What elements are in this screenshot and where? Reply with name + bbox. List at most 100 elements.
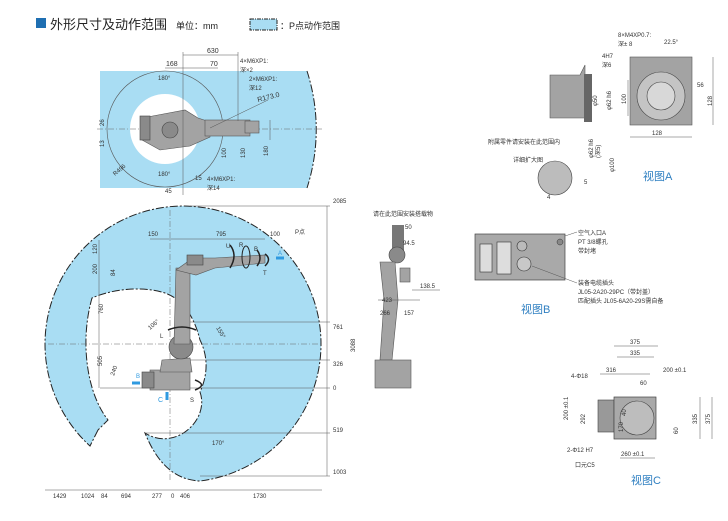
side-dim-94-5: 94.5 [403, 241, 415, 247]
view-c-dim-292: 292 [581, 413, 587, 424]
mating-plug-note: 匹配插头 JL05-6A20-29S需自备 [578, 297, 663, 305]
note-thread-3a: 4×M6XP1: [207, 177, 236, 183]
bottom-dim: 694 [121, 494, 132, 500]
angle-155: 155° [214, 326, 226, 340]
dim-240: 240 [110, 365, 119, 377]
view-c-arrow-label: C [158, 397, 163, 404]
height-3088: 3088 [351, 338, 357, 352]
top-view [97, 52, 322, 195]
view-c-dim-40: 40 [622, 409, 628, 416]
view-c-dim-375-top: 375 [630, 340, 641, 346]
bottom-dim: 1730 [253, 494, 267, 500]
note-thread-1b: 深×2 [240, 66, 254, 74]
note-thread-2b: 深12 [249, 84, 262, 92]
dim-120: 120 [93, 243, 99, 254]
view-c-dim-335-right: 335 [693, 413, 699, 424]
bottom-dim: 406 [180, 494, 191, 500]
front-view [374, 225, 440, 389]
page-title: 外形尺寸及动作范围 [50, 17, 167, 32]
view-a-phi100: φ100 [610, 157, 616, 172]
view-a-detail-label: 详细扩大图 [513, 156, 543, 164]
view-a-note-1b: 深± 8 [618, 40, 633, 48]
dim-760: 760 [99, 303, 105, 314]
view-c-dim-200-left: 200 ±0.1 [564, 396, 570, 420]
air-inlet-label: 空气入口A [578, 229, 606, 237]
height-761: 761 [333, 325, 344, 331]
view-a-phi62b: φ62 h6 [589, 138, 595, 158]
side-dim-266: 266 [380, 311, 391, 317]
axis-b-label: B [254, 247, 258, 253]
height-0: 0 [333, 386, 337, 392]
note-thread-1a: 4×M6XP1: [240, 59, 269, 65]
dim-13: 13 [100, 140, 106, 147]
angle-170: 170° [212, 441, 225, 447]
dim-130: 130 [241, 147, 247, 158]
view-a-dim-128h: 128 [652, 131, 663, 137]
view-a-mount-note: 附属零件请安装在此范围内 [488, 138, 560, 146]
view-c-title: 视图C [631, 473, 661, 487]
dim-795: 795 [216, 232, 227, 238]
side-dim-138-5: 138.5 [420, 284, 436, 290]
view-a-note-1a: 8×M4XP0.7: [618, 33, 652, 39]
dim-180: 180 [264, 145, 270, 156]
view-c-hole-18: 4-Φ18 [571, 374, 588, 380]
height-1003: 1003 [333, 470, 347, 476]
view-c-dim-60-top: 60 [640, 381, 647, 387]
side-dim-157: 157 [404, 311, 415, 317]
view-a-dim-4: 4 [547, 195, 551, 201]
bottom-dim: 0 [171, 494, 175, 500]
dim-45: 45 [165, 189, 172, 195]
angle-106: 106° [147, 319, 161, 332]
view-c-dim-170: 170 [619, 421, 625, 432]
title-marker [36, 18, 46, 28]
cable-plug-label: 装备电缆插头 [578, 279, 614, 287]
view-c-chamfer: 口元C5 [575, 462, 595, 469]
bottom-dim: 1429 [53, 494, 67, 500]
view-a-arrow-label: A [278, 251, 282, 257]
view-a-note-2a: 4H7 [602, 54, 614, 60]
dim-505: 505 [98, 355, 104, 366]
dim-168: 168 [166, 61, 178, 68]
axis-u-label: U [226, 244, 230, 250]
bottom-dim: 277 [152, 494, 163, 500]
unit-label: 单位：mm [176, 20, 218, 31]
p-point-label: P点 [295, 228, 305, 236]
view-a-angle: 22.5° [664, 40, 679, 46]
dim-100: 100 [222, 147, 228, 158]
view-b-panel [474, 231, 578, 284]
air-inlet-plug: 带封堵 [578, 247, 596, 255]
dim-70: 70 [210, 61, 218, 68]
note-thread-3b: 深14 [207, 184, 220, 192]
view-a-dim-5: 5 [584, 180, 588, 186]
air-inlet-thread: PT 3/8螺孔 [578, 238, 608, 246]
axis-t-label: T [263, 271, 267, 277]
view-b-title: 视图B [521, 302, 550, 316]
view-c-hole-12: 2-Φ12 H7 [567, 448, 594, 454]
bottom-dim: 1024 [81, 494, 95, 500]
view-c-dim-260: 260 ±0.1 [621, 452, 645, 458]
dim-2085: 2085 [333, 199, 347, 205]
view-a-note-2b: 深6 [602, 61, 612, 69]
dim-15: 15 [195, 176, 202, 182]
view-c-dim-60-right: 60 [674, 427, 680, 434]
view-a-title: 视图A [643, 169, 673, 183]
dim-630: 630 [207, 48, 219, 55]
height-519: 519 [333, 428, 344, 434]
view-c-dim-316: 316 [606, 368, 617, 374]
axis-l-label: L [160, 334, 164, 340]
dim-150: 150 [148, 232, 159, 238]
angle-bottom: 180° [158, 172, 171, 178]
dim-26: 26 [100, 119, 106, 126]
view-c-dim-375-right: 375 [706, 413, 712, 424]
view-c-base [597, 345, 713, 459]
p-point-envelope [44, 205, 322, 482]
height-326: 326 [333, 362, 344, 368]
dim-200: 200 [93, 263, 99, 274]
load-mount-note: 请在此范围安装搭载物 [373, 210, 433, 218]
main-side-view [44, 205, 330, 491]
view-a-dim-100: 100 [622, 93, 628, 104]
view-a-dim-128v: 128 [708, 95, 714, 106]
side-dim-50: 50 [405, 225, 412, 231]
bottom-dim: 84 [101, 494, 108, 500]
